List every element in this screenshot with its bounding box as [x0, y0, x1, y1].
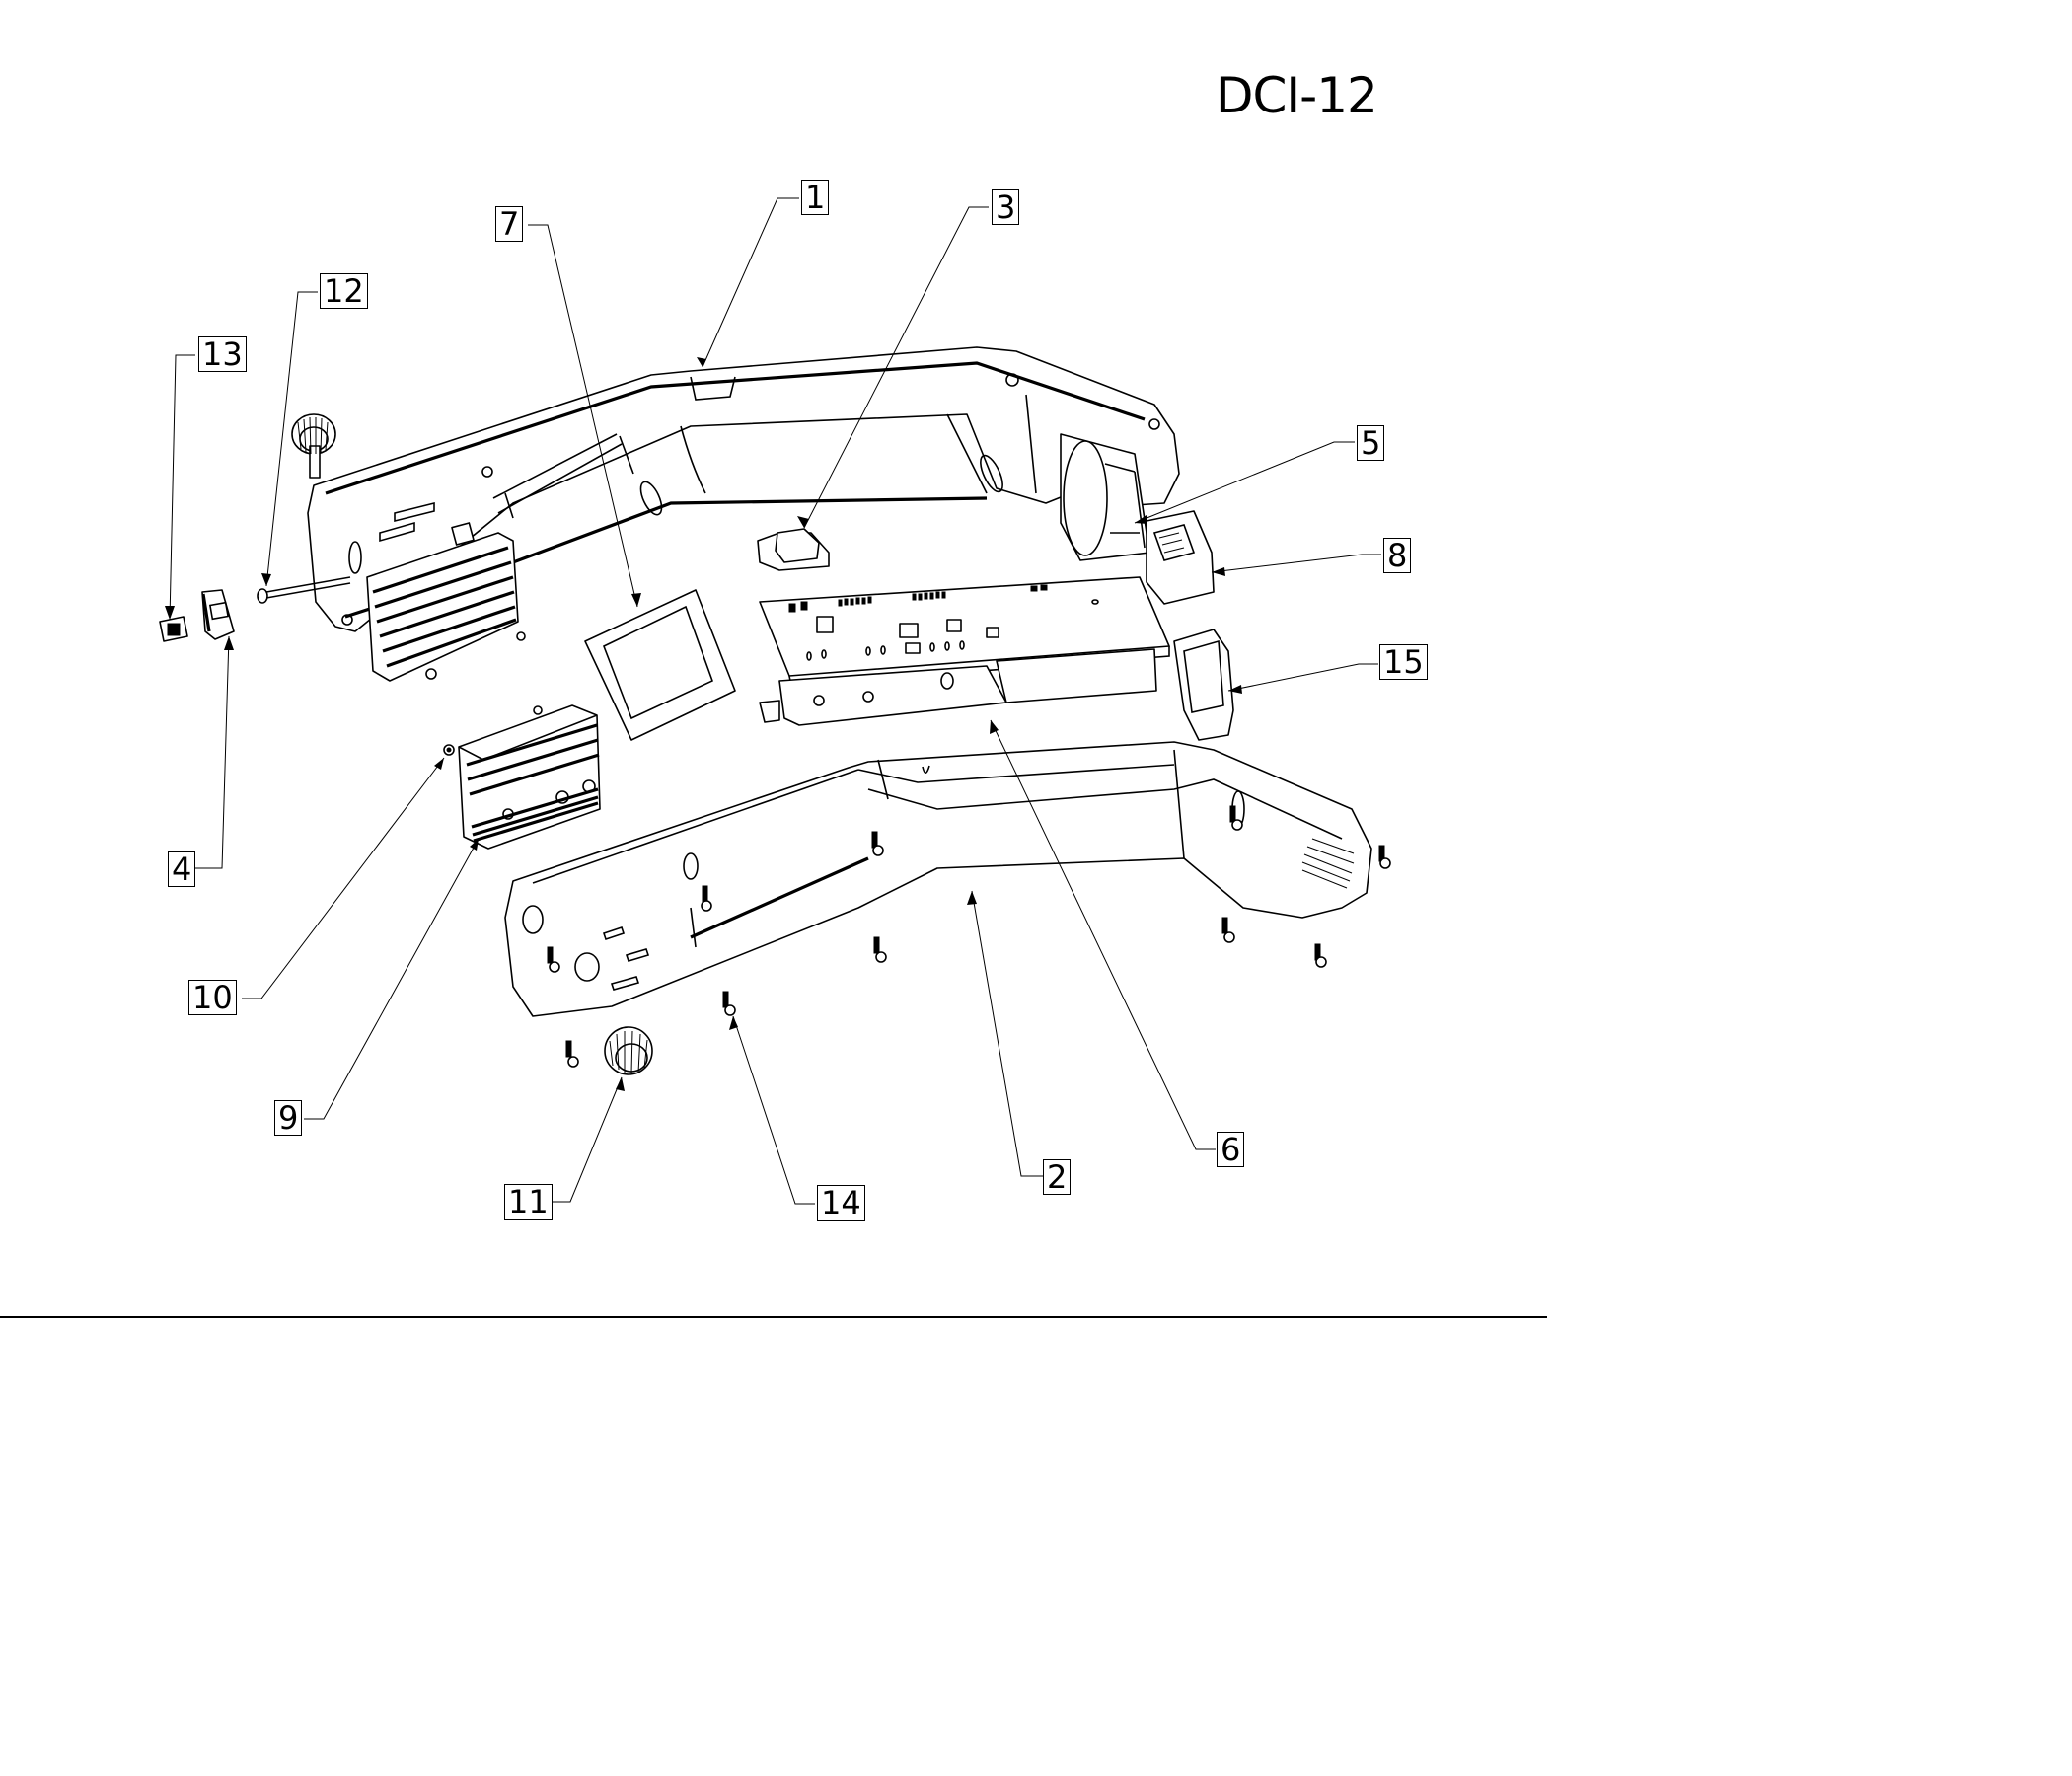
exploded-view [159, 197, 1391, 1205]
drawing-sheet: DCI-12 [0, 67, 1547, 1318]
screw[interactable] [873, 936, 887, 963]
leader-15 [1227, 663, 1378, 692]
button-cap-part[interactable] [757, 528, 830, 571]
sheet-border [0, 1316, 1547, 1318]
leader-10 [242, 757, 445, 999]
cable-connector-part[interactable] [1173, 629, 1234, 741]
leader-2 [971, 890, 1054, 1177]
screw[interactable] [1229, 805, 1243, 831]
callout-5[interactable]: 5 [1357, 425, 1385, 461]
leader-13 [169, 354, 195, 621]
screw[interactable] [1314, 943, 1327, 968]
pcb-pin-row [838, 584, 1048, 607]
callout-1[interactable]: 1 [801, 180, 830, 215]
screw[interactable] [722, 991, 736, 1016]
heatsink-upper [366, 522, 526, 682]
knob-part[interactable] [604, 1026, 653, 1075]
leader-4 [168, 635, 230, 869]
vent-slots [1301, 838, 1355, 889]
callout-14[interactable]: 14 [817, 1185, 865, 1221]
callout-4[interactable]: 4 [168, 851, 196, 887]
heatsink-screw-part[interactable] [443, 744, 455, 756]
display-window-part[interactable] [584, 589, 736, 741]
screw[interactable] [701, 885, 712, 912]
drawing-title: DCI-12 [1216, 67, 1378, 124]
callout-2[interactable]: 2 [1043, 1159, 1072, 1195]
switch-part[interactable] [201, 589, 235, 640]
connector-cap-part[interactable] [159, 616, 188, 642]
callout-6[interactable]: 6 [1217, 1132, 1245, 1167]
callout-11[interactable]: 11 [504, 1184, 553, 1220]
leader-14 [732, 1015, 815, 1205]
leader-5 [1134, 441, 1355, 524]
screw[interactable] [1378, 845, 1391, 869]
pcb-holes [806, 599, 1099, 661]
leader-lines [165, 197, 1381, 1205]
callout-12[interactable]: 12 [320, 273, 368, 309]
leader-7 [528, 224, 638, 608]
leader-9 [304, 838, 480, 1120]
heatsink-part[interactable] [458, 704, 601, 850]
screw[interactable] [565, 1040, 579, 1068]
callout-9[interactable]: 9 [274, 1100, 303, 1136]
leader-3 [803, 206, 989, 529]
leader-12 [265, 291, 318, 587]
leader-11 [553, 1076, 623, 1203]
leader-6 [990, 719, 1216, 1150]
lower-housing-part[interactable] [504, 741, 1372, 1017]
leader-1 [702, 197, 799, 368]
pcb-assembly-part[interactable] [759, 576, 1170, 726]
callout-8[interactable]: 8 [1383, 538, 1412, 573]
housing-screws [547, 805, 1391, 1068]
callout-3[interactable]: 3 [992, 189, 1020, 225]
knob-upper [291, 413, 336, 479]
screw[interactable] [547, 946, 560, 973]
callout-7[interactable]: 7 [495, 206, 524, 242]
callout-10[interactable]: 10 [188, 980, 237, 1015]
callout-15[interactable]: 15 [1379, 644, 1428, 680]
power-socket-part[interactable] [1146, 510, 1215, 605]
screw[interactable] [1221, 917, 1235, 943]
callout-13[interactable]: 13 [198, 336, 247, 372]
leader-8 [1211, 554, 1381, 573]
led-lightpipe-part[interactable] [257, 576, 351, 604]
screw[interactable] [871, 831, 884, 856]
